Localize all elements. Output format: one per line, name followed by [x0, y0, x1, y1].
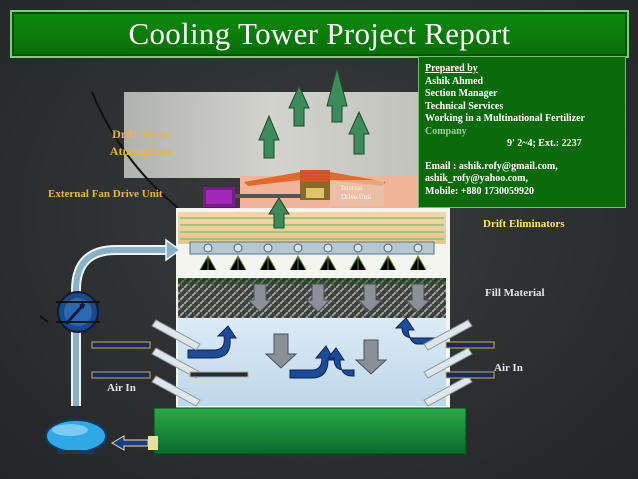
incoming-air-arrows	[91, 341, 495, 379]
return-pipe	[71, 238, 182, 406]
drift-eliminators-label: Drift Eliminators	[483, 218, 565, 230]
basin-outlet	[148, 436, 158, 450]
title-bar: Cooling Tower Project Report	[10, 10, 629, 58]
author-email-line1[interactable]: Email : ashik.rofy@gmail.com,	[425, 160, 558, 172]
internal-drive-unit	[330, 180, 384, 206]
external-fan-drive-label: External Fan Drive Unit	[48, 188, 163, 200]
author-position: Section Manager	[425, 88, 498, 99]
internal-drive-line2: Drive Unit	[341, 193, 372, 201]
air-in-right-label: Air In	[494, 362, 523, 374]
author-name: Ashik Ahmed	[425, 75, 484, 87]
author-email-line2[interactable]: ashik_rofy@yahoo.com,	[425, 173, 529, 184]
spray-nozzles	[203, 243, 423, 253]
author-department: Technical Services	[425, 100, 504, 112]
internal-drive-label: Internal Drive Unit	[341, 184, 371, 202]
drift-air-arrows	[258, 66, 370, 229]
air-inlet-louvers-right	[423, 319, 473, 407]
spray-lines	[199, 254, 427, 271]
author-organization-line2: Company	[425, 125, 467, 137]
author-mobile: Mobile: +880 1730059920	[425, 185, 535, 197]
air-inlet-louvers-left	[151, 319, 201, 407]
water-flow-arrows	[246, 283, 432, 375]
air-flow-arrows	[187, 317, 437, 379]
author-phone: 9' 2~4; Ext.: 2237	[507, 138, 582, 149]
heat-exchanger-icon	[39, 291, 100, 333]
drift-air-label: Drift Air to Atmosphere	[96, 126, 186, 160]
drift-air-line1: Drift Air to	[112, 127, 170, 141]
cold-water-basin	[153, 407, 467, 455]
fill-material-label: Fill Material	[485, 287, 545, 299]
author-info-box: Prepared by Ashik Ahmed Section Manager …	[418, 56, 626, 208]
air-in-left-label: Air In	[107, 382, 136, 394]
motor-icon	[203, 187, 301, 207]
tower-outline-left	[91, 91, 179, 209]
internal-drive-line1: Internal	[341, 184, 363, 192]
pump-icon	[45, 419, 107, 454]
outlet-arrow	[111, 435, 149, 451]
prepared-by-heading: Prepared by	[425, 63, 478, 74]
drift-air-line2: Atmosphere	[109, 144, 173, 158]
page-title: Cooling Tower Project Report	[128, 16, 511, 51]
spray-header	[189, 241, 435, 255]
author-organization-line1: Working in a Multinational Fertilizer	[425, 113, 585, 124]
